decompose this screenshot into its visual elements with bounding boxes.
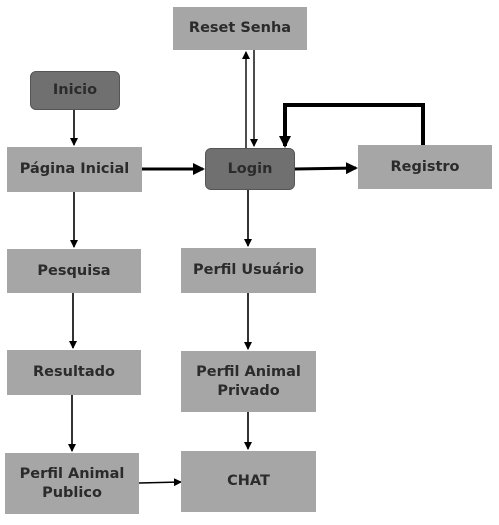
node-reset-senha-label: Reset Senha [188, 20, 292, 37]
node-pesquisa-label: Pesquisa [37, 262, 111, 279]
node-registro: Registro [358, 145, 492, 189]
node-registro-label: Registro [390, 158, 460, 175]
node-perfil-usuario-label: Perfil Usuário [193, 262, 304, 279]
node-perfil-publico-label: Perfil Animal Publico [19, 465, 125, 501]
node-resultado: Resultado [7, 350, 141, 395]
node-inicio-label: Inicio [52, 82, 98, 99]
node-pagina-inicial-label: Página Inicial [19, 161, 130, 178]
node-pagina-inicial: Página Inicial [7, 147, 142, 192]
node-perfil-usuario: Perfil Usuário [181, 248, 316, 293]
node-perfil-publico: Perfil Animal Publico [5, 453, 139, 514]
node-pesquisa: Pesquisa [7, 249, 141, 293]
node-resultado-label: Resultado [33, 364, 115, 381]
arrow-login-to-registro [294, 162, 358, 175]
node-login: Login [205, 148, 295, 190]
node-inicio: Inicio [30, 71, 120, 110]
node-perfil-privado-label: Perfil Animal Privado [196, 363, 301, 399]
node-chat-label: CHAT [227, 473, 270, 490]
node-login-label: Login [227, 160, 273, 177]
node-reset-senha: Reset Senha [173, 7, 307, 50]
arrow-registro-to-login [279, 103, 425, 148]
arrow-perfil-publico-to-chat [138, 478, 182, 487]
node-perfil-privado: Perfil Animal Privado [181, 351, 316, 412]
node-chat: CHAT [181, 451, 316, 512]
